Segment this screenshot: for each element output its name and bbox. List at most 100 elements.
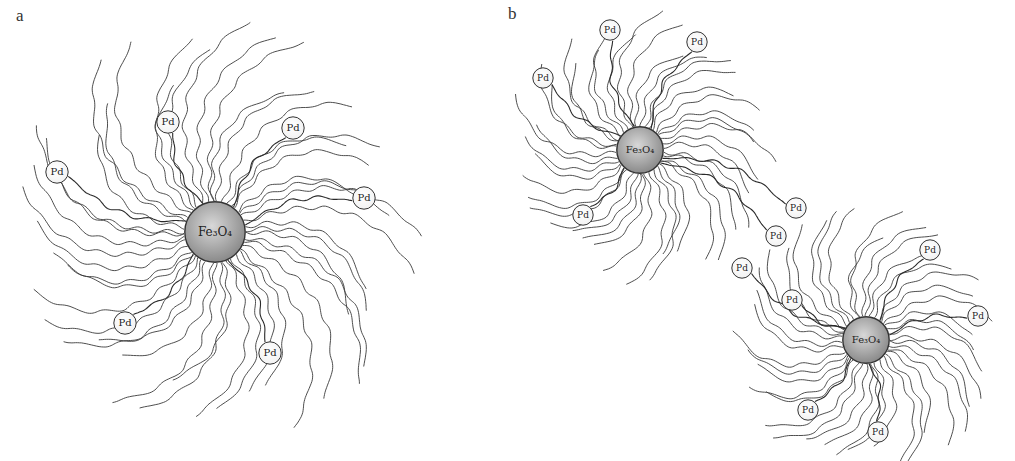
particle-disc: [843, 317, 889, 363]
alkyl-chain: [657, 95, 760, 133]
core-label: Fe₃O₄: [626, 145, 655, 155]
alkyl-chain: [889, 327, 982, 372]
alkyl-chain: [237, 254, 275, 391]
alkyl-chain: [748, 350, 847, 375]
particle-disc: [617, 127, 663, 173]
particle-disc: [282, 117, 304, 139]
alkyl-chain: [243, 246, 333, 399]
tether-chain: [173, 133, 203, 204]
particle-disc: [533, 68, 553, 88]
alkyl-chain: [246, 221, 367, 289]
metal-label: Pd: [286, 123, 299, 133]
panel-letter: b: [508, 4, 517, 24]
alkyl-chain: [528, 168, 624, 209]
palladium-particle: Pd: [867, 421, 889, 443]
particle-disc: [259, 342, 281, 364]
alkyl-chain: [155, 39, 195, 209]
alkyl-chain: [880, 272, 978, 321]
tether-chain: [552, 85, 621, 136]
alkyl-chain: [755, 304, 844, 352]
palladium-particle: Pd: [785, 197, 807, 219]
iron-oxide-core: Fe₃O₄: [842, 316, 890, 364]
metal-label: Pd: [537, 74, 549, 83]
alkyl-chain: [523, 165, 622, 193]
particle-disc: [46, 161, 68, 183]
alkyl-chain: [564, 39, 618, 141]
alkyl-chain: [645, 61, 731, 127]
alkyl-chain: [537, 125, 618, 164]
palladium-particle: Pd: [258, 341, 282, 365]
metal-label: Pd: [972, 312, 984, 321]
metal-label: Pd: [357, 193, 370, 203]
particle-disc: [114, 312, 136, 334]
palladium-particle: Pd: [532, 67, 554, 89]
palladium-particle: Pd: [686, 31, 708, 53]
particle-disc: [353, 187, 375, 209]
metal-label: Pd: [50, 167, 63, 177]
tether-chain: [590, 168, 624, 207]
alkyl-chain: [241, 186, 422, 237]
alkyl-chain: [865, 235, 938, 316]
alkyl-chain: [196, 261, 249, 417]
particle-disc: [786, 198, 806, 218]
alkyl-chain: [759, 268, 842, 339]
metal-label: Pd: [118, 318, 131, 328]
tether-chain: [802, 305, 845, 328]
palladium-particle: Pd: [919, 239, 941, 261]
alkyl-chain: [241, 249, 313, 428]
metal-label: Pd: [790, 204, 802, 213]
metal-label: Pd: [924, 246, 936, 255]
palladium-particle: Pd: [45, 160, 69, 184]
metal-label: Pd: [577, 211, 589, 220]
panel-letter: a: [16, 6, 24, 26]
metal-label: Pd: [691, 38, 703, 47]
tether-chain: [610, 41, 634, 127]
alkyl-chain: [244, 206, 415, 274]
metal-label: Pd: [786, 296, 798, 305]
metal-label: Pd: [736, 264, 748, 273]
particle-disc: [968, 306, 988, 326]
alkyl-chain: [887, 351, 930, 433]
particle-disc: [157, 111, 179, 133]
palladium-particle: Pd: [781, 289, 803, 311]
tether-chain: [68, 176, 186, 221]
metal-label: Pd: [802, 406, 814, 415]
alkyl-chain: [662, 161, 726, 260]
alkyl-chain: [650, 71, 736, 129]
alkyl-chain: [550, 173, 633, 228]
alkyl-chain: [812, 220, 847, 326]
alkyl-chain: [793, 224, 844, 329]
alkyl-chain: [733, 331, 846, 367]
metal-label: Pd: [263, 348, 276, 358]
tether-chain: [880, 259, 924, 320]
palladium-particle: Pd: [731, 257, 753, 279]
alkyl-chain: [122, 263, 213, 356]
alkyl-chain: [825, 364, 874, 445]
alkyl-chain: [888, 350, 954, 445]
alkyl-chain: [660, 164, 690, 251]
alkyl-chain: [37, 221, 187, 271]
alkyl-chain: [246, 231, 349, 315]
alkyl-chain: [757, 290, 842, 346]
palladium-particle: Pd: [797, 399, 819, 421]
alkyl-chain: [890, 336, 981, 399]
tether-chain: [651, 52, 692, 129]
particle-disc: [782, 290, 802, 310]
alkyl-chain: [767, 250, 843, 336]
palladium-particle: Pd: [967, 305, 989, 327]
alkyl-chain: [34, 256, 196, 313]
alkyl-chain: [240, 250, 286, 385]
palladium-particle: Pd: [599, 19, 621, 41]
iron-oxide-core: Fe₃O₄: [616, 126, 664, 174]
palladium-particle: Pd: [281, 116, 305, 140]
alkyl-chain: [232, 135, 380, 206]
palladium-particle: Pd: [113, 311, 137, 335]
metal-label: Pd: [872, 428, 884, 437]
tether-chain: [869, 364, 881, 421]
particle-disc: [573, 205, 593, 225]
alkyl-chain: [650, 170, 677, 281]
alkyl-chain: [658, 166, 680, 254]
tether-chain: [752, 274, 846, 328]
